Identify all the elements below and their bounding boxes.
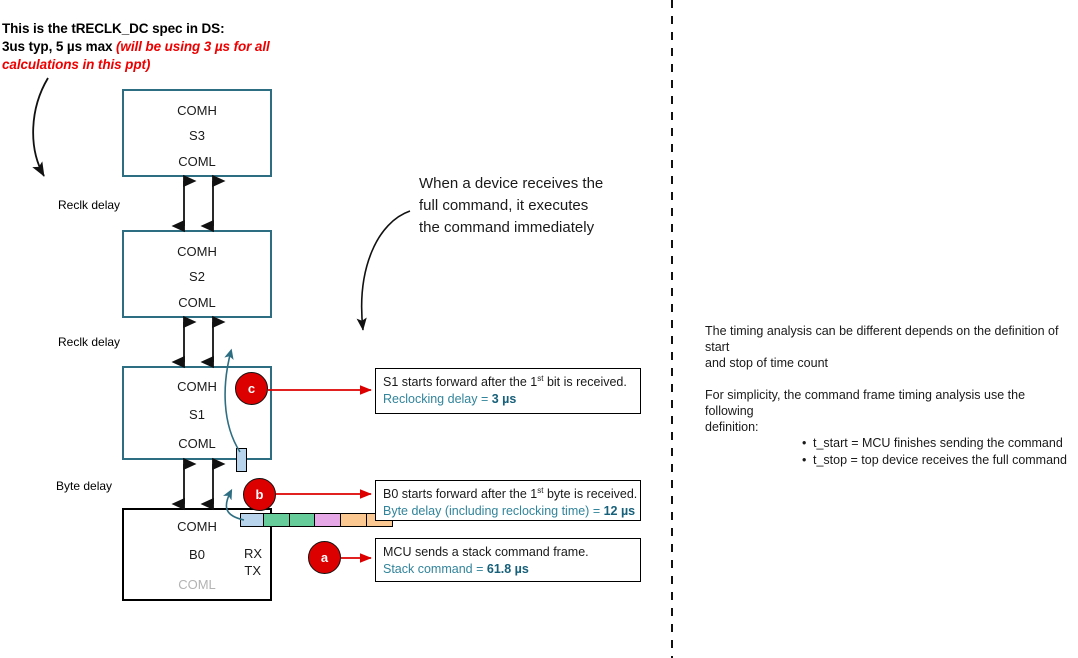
device-b0-name: B0 [189, 547, 205, 562]
header-line-2-black: 3us typ, 5 µs max [2, 39, 117, 54]
right-panel-para2-line2: definition: [705, 420, 759, 434]
device-s2-coml: COML [178, 295, 216, 310]
device-b0-rx: RX [243, 546, 262, 561]
annotation-line-3: the command immediately [419, 219, 595, 236]
header-line-3: calculations in this ppt) [2, 57, 151, 72]
header-line-2-red: (will be using 3 µs for all [116, 39, 270, 54]
delay-label-reclk-1: Reclk delay [58, 198, 121, 212]
right-panel-bullet-list: t_start = MCU finishes sending the comma… [705, 435, 1077, 469]
annotation-line-2: full command, it executes [419, 197, 589, 214]
right-panel-bullet-0: t_start = MCU finishes sending the comma… [802, 435, 1077, 452]
device-s2-comh: COMH [177, 244, 217, 259]
right-panel-para2-line1: For simplicity, the command frame timing… [705, 388, 1026, 418]
header-curved-arrow [32, 77, 49, 177]
device-s1-coml: COML [178, 436, 216, 451]
callout-c-value: 3 µs [491, 392, 517, 406]
annotation-text-block: When a device receives the full command,… [419, 173, 659, 239]
device-s1-comh: COMH [177, 379, 217, 394]
callout-box-b[interactable]: B0 starts forward after the 1st byte is … [375, 480, 641, 521]
annotation-curved-arrow [356, 210, 411, 331]
device-s2-name: S2 [189, 269, 205, 284]
right-panel-para2: For simplicity, the command frame timing… [705, 387, 1077, 435]
frame-segment-0 [240, 513, 264, 527]
badge-b[interactable]: b [243, 478, 276, 511]
device-b0-comh: COMH [177, 519, 217, 534]
callout-b-sup: st [537, 485, 544, 495]
right-panel-text: The timing analysis can be different dep… [705, 323, 1077, 469]
frame-segment-4 [340, 513, 368, 527]
header-line-2: 3us typ, 5 µs max (will be using 3 µs fo… [2, 38, 342, 56]
callout-b-value: 12 µs [603, 504, 636, 518]
right-panel-para1: The timing analysis can be different dep… [705, 323, 1077, 371]
right-panel-bullet-1: t_stop = top device receives the full co… [802, 452, 1077, 469]
device-b0-tx: TX [244, 563, 261, 578]
header-text-block: This is the tRECLK_DC spec in DS: 3us ty… [2, 20, 342, 74]
callout-a-value: 61.8 µs [486, 562, 529, 576]
right-panel-para1-line1: The timing analysis can be different dep… [705, 324, 1059, 354]
badge-c[interactable]: c [235, 372, 268, 405]
callout-a-line2: Stack command = 61.8 µs [383, 562, 529, 576]
callout-c-sup: st [537, 373, 544, 383]
callout-a-line1: MCU sends a stack command frame. [383, 545, 589, 559]
callout-box-a[interactable]: MCU sends a stack command frame. Stack c… [375, 538, 641, 582]
annotation-line-1: When a device receives the [419, 175, 604, 192]
callout-c-line1: S1 starts forward after the 1st bit is r… [383, 373, 627, 389]
frame-segment-3 [314, 513, 342, 527]
device-box-s3[interactable]: COMH S3 COML [122, 89, 272, 177]
device-s3-name: S3 [189, 128, 205, 143]
callout-c-line2: Reclocking delay = 3 µs [383, 392, 517, 406]
device-b0-coml: COML [178, 577, 216, 592]
bit-rectangle [236, 448, 247, 472]
header-line-1: This is the tRECLK_DC spec in DS: [2, 21, 225, 36]
device-s3-comh: COMH [177, 103, 217, 118]
device-box-b0[interactable]: COMH B0 COML RX TX [122, 508, 272, 601]
frame-segment-2 [288, 513, 316, 527]
callout-b-line2: Byte delay (including reclocking time) =… [383, 504, 636, 518]
callout-b-line1: B0 starts forward after the 1st byte is … [383, 485, 638, 501]
delay-label-reclk-2: Reclk delay [58, 335, 121, 349]
callout-box-c[interactable]: S1 starts forward after the 1st bit is r… [375, 368, 641, 414]
delay-label-byte: Byte delay [56, 479, 113, 493]
device-box-s2[interactable]: COMH S2 COML [122, 230, 272, 318]
device-s1-name: S1 [189, 407, 205, 422]
right-panel-para1-line2: and stop of time count [705, 356, 828, 370]
badge-a[interactable]: a [308, 541, 341, 574]
command-frame-bar [240, 513, 394, 527]
device-s3-coml: COML [178, 154, 216, 169]
right-panel-spacer [705, 371, 1077, 387]
frame-segment-1 [262, 513, 290, 527]
